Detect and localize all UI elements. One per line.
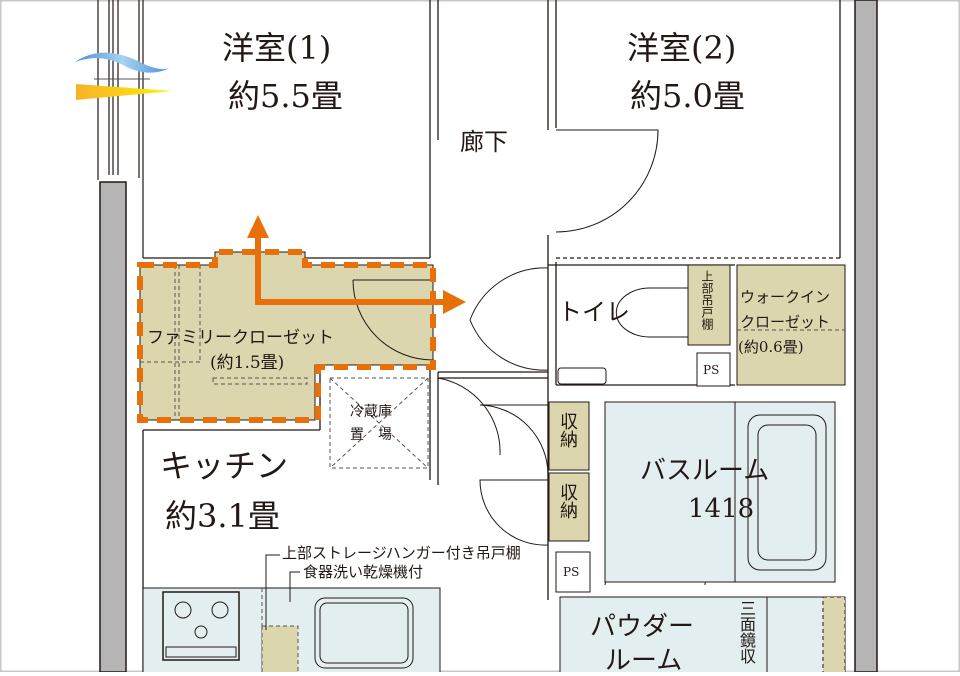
- walk-in-closet-size: (約0.6畳): [738, 338, 804, 356]
- ps-toilet-label: PS: [703, 363, 720, 377]
- toilet-fixture: [557, 287, 688, 385]
- access-arrows: [247, 215, 466, 314]
- room-name-corridor: 廊下: [460, 128, 508, 156]
- mirror-storage-label: 三面鏡収: [737, 600, 756, 664]
- storage-1-label: 収納: [557, 412, 578, 448]
- room-name-toilet: トイレ: [558, 298, 630, 326]
- window: [97, 0, 144, 258]
- walk-in-closet-label-2: クローゼット: [740, 313, 831, 331]
- kitchen-note-dishwasher: 食器洗い乾燥機付: [303, 563, 424, 581]
- bathroom-area: [604, 401, 836, 583]
- family-closet-label: ファミリークローゼット: [147, 328, 334, 348]
- room-size-western2: 約5.0畳: [630, 77, 745, 115]
- ps-lower-box: [555, 551, 591, 593]
- walk-in-closet-area: [736, 264, 846, 386]
- sink: [314, 597, 414, 669]
- room-name-kitchen: キッチン: [160, 447, 289, 485]
- storage-1-area: [548, 401, 590, 471]
- fridge-label-1: 冷蔵庫: [350, 404, 392, 420]
- room-size-kitchen: 約3.1畳: [165, 497, 280, 535]
- note-leaders: [265, 554, 300, 630]
- walk-in-closet-label-1: ウォークイン: [740, 288, 831, 306]
- room-name-powder-1: パウダー: [590, 612, 695, 642]
- ps-toilet-box: [696, 352, 731, 387]
- bathroom-model: 1418: [688, 494, 755, 524]
- room-name-bathroom: バスルーム: [640, 456, 770, 486]
- right-exterior-wall: [854, 0, 878, 672]
- fridge-space: [329, 377, 429, 469]
- family-closet-size: (約1.5畳): [210, 353, 285, 373]
- room-name-western1: 洋室(1): [222, 29, 332, 67]
- kitchen-note-storage-hanger: 上部ストレージハンガー付き吊戸棚: [282, 544, 521, 562]
- left-exterior-wall: [99, 181, 127, 672]
- bathtub: [747, 414, 827, 571]
- room-name-western2: 洋室(2): [627, 29, 737, 67]
- storage-2-label: 収納: [557, 483, 578, 519]
- dishwasher: [261, 625, 299, 672]
- upper-shelf-area: [687, 264, 731, 346]
- storage-2-area: [548, 472, 590, 542]
- room-name-powder-2: ルーム: [605, 646, 683, 676]
- ps-lower-label: PS: [563, 565, 580, 579]
- powder-room-area: [559, 596, 846, 672]
- family-closet-highlight-outline: [137, 249, 436, 423]
- interior-walls: [142, 0, 841, 672]
- room-size-western1: 約5.5畳: [228, 77, 343, 115]
- upper-shelf-label: 上部吊戸棚: [700, 270, 714, 330]
- ventilation-sunlight-icon: [75, 52, 172, 100]
- closet-door-swing: [352, 279, 434, 361]
- stove: [162, 591, 240, 661]
- closet-shelves: [140, 265, 308, 420]
- fridge-label-2: 置 場: [350, 427, 392, 443]
